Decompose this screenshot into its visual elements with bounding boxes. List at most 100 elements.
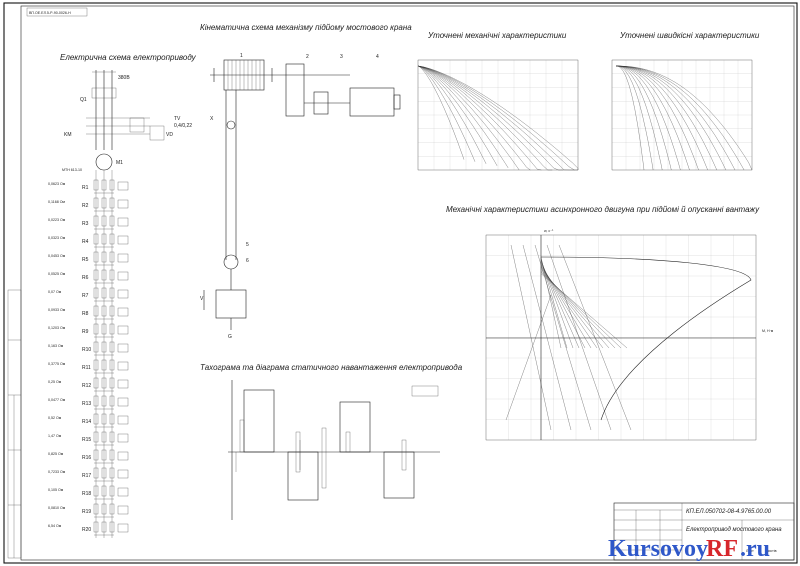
motor bbox=[349, 87, 395, 117]
characteristic-curve bbox=[615, 65, 654, 171]
characteristic-curve bbox=[417, 65, 487, 164]
resistor-label: R10 bbox=[82, 347, 91, 353]
async-axis-w: w, c⁻¹ bbox=[544, 229, 554, 233]
resistor-label: R8 bbox=[82, 311, 89, 317]
vd-label: VD bbox=[166, 132, 173, 138]
resistor-spec: 0,825 Ом bbox=[48, 452, 64, 456]
characteristic-curve bbox=[417, 65, 542, 171]
characteristic-curve bbox=[417, 65, 578, 171]
resistor-label: R20 bbox=[82, 527, 91, 533]
characteristic-curve bbox=[417, 65, 575, 171]
motor-m1-symbol bbox=[95, 153, 113, 171]
characteristic-curve bbox=[615, 65, 681, 171]
breaker-label: 380В bbox=[118, 75, 130, 81]
resistor-label: R16 bbox=[82, 455, 91, 461]
kinematic-scheme-title: Кінематична схема механізму підйому мост… bbox=[200, 23, 412, 32]
characteristic-curve bbox=[615, 65, 663, 171]
kursovoy-logo: Kursovoy RF .ru bbox=[608, 536, 770, 562]
kin-label-3: 3 bbox=[340, 54, 343, 60]
logo-accent: RF bbox=[706, 536, 738, 562]
resistor-label: R2 bbox=[82, 203, 89, 209]
characteristic-curve bbox=[417, 65, 498, 166]
characteristic-curve bbox=[615, 65, 690, 171]
characteristic-curve bbox=[615, 65, 736, 171]
resistor-spec: 0,7233 Ом bbox=[48, 470, 66, 474]
resistor-spec: 0,0477 Ом bbox=[48, 398, 66, 402]
km-label: KM bbox=[64, 132, 72, 138]
sheet-code-box bbox=[26, 7, 88, 17]
async-axis-m: M, Н·м bbox=[762, 329, 774, 333]
lowering-characteristic bbox=[534, 244, 592, 431]
tachogram bbox=[228, 380, 440, 520]
logo-main: Kursovoy bbox=[608, 536, 708, 562]
electrical-scheme bbox=[86, 70, 165, 171]
resistor-label: R3 bbox=[82, 221, 89, 227]
resistor-spec: 0,0933 Ом bbox=[48, 308, 66, 312]
resistor-label: R12 bbox=[82, 383, 91, 389]
characteristic-curve bbox=[615, 65, 672, 171]
resistor-spec: 0,3775 Ом bbox=[48, 362, 66, 366]
speed-characteristics-chart bbox=[611, 59, 753, 171]
async-char-title: Механічні характеристики асинхронного дв… bbox=[446, 205, 760, 214]
rheostat-characteristic bbox=[540, 258, 568, 349]
kin-label-2: 2 bbox=[306, 54, 309, 60]
lowering-characteristic bbox=[546, 244, 612, 431]
rheostat-characteristic bbox=[540, 273, 628, 349]
speed-char-title: Уточнені швидкісні характеристики bbox=[619, 31, 760, 40]
resistor-label: R1 bbox=[82, 185, 89, 191]
async-characteristics-chart bbox=[485, 234, 757, 441]
stamp-title: Електропривод мостового крана bbox=[686, 527, 782, 533]
hook-block bbox=[223, 254, 239, 270]
characteristic-curve bbox=[417, 65, 465, 160]
left-margin-table bbox=[7, 289, 22, 559]
resistor-spec: 1,47 Ом bbox=[48, 434, 62, 438]
resistor-label: R5 bbox=[82, 257, 89, 263]
characteristic-curve bbox=[417, 65, 553, 171]
resistor-label: R4 bbox=[82, 239, 89, 245]
resistor-spec: 0,0223 Ом bbox=[48, 218, 66, 222]
plot-frame bbox=[485, 234, 757, 441]
logo-suffix: .ru bbox=[740, 536, 770, 562]
characteristic-curve bbox=[417, 65, 476, 162]
tv-label: TV bbox=[174, 116, 181, 122]
resistor-spec: 0,0323 Ом bbox=[48, 236, 66, 240]
lowering-characteristic bbox=[522, 244, 572, 431]
resistor-spec: 0,0453 Ом bbox=[48, 254, 66, 258]
resistor-label: R11 bbox=[82, 365, 91, 371]
characteristic-curve bbox=[615, 65, 753, 171]
stamp-doc-code: КП.ЕЛ.050702-08-4.9765.00.00 bbox=[686, 509, 772, 515]
resistor-spec: 0,0810 Ом bbox=[48, 506, 66, 510]
rheostat-characteristic bbox=[540, 268, 610, 349]
inner-frame bbox=[20, 5, 795, 561]
sheet-code: ВП.ОЕ.ЕЛ.5-Р-90-0026-Н bbox=[29, 11, 71, 15]
kin-label-4: 4 bbox=[376, 54, 379, 60]
electrical-scheme-title: Електрична схема електроприводу bbox=[60, 53, 197, 62]
lowering-characteristic bbox=[558, 244, 632, 431]
resistor-spec: 6,54 Ом bbox=[48, 524, 62, 528]
resistor-spec: 0,52 Ом bbox=[48, 416, 62, 420]
resistor-spec: 0,105 Ом bbox=[48, 488, 64, 492]
resistor-spec: 0,0623 Ом bbox=[48, 182, 66, 186]
resistor-label: R19 bbox=[82, 509, 91, 515]
resistor-spec: 0,163 Ом bbox=[48, 344, 64, 348]
resistor-label: R9 bbox=[82, 329, 89, 335]
stamp-sheet: Лист bbox=[746, 549, 754, 553]
resistor-label: R18 bbox=[82, 491, 91, 497]
resistor-spec: 0,25 Ом bbox=[48, 380, 62, 384]
resistor-label: R7 bbox=[82, 293, 89, 299]
motor-type: MTН 613-10 bbox=[62, 168, 82, 172]
rheostat-characteristic bbox=[540, 270, 616, 349]
tv-value: 0,4/0,22 bbox=[174, 123, 192, 129]
characteristic-curve bbox=[417, 65, 531, 171]
resistor-spec: 0,0525 Ом bbox=[48, 272, 66, 276]
resistor-spec: 0,1168 Ом bbox=[48, 200, 66, 204]
resistor-label: R17 bbox=[82, 473, 91, 479]
characteristic-curve bbox=[615, 65, 699, 171]
q1-label: Q1 bbox=[80, 97, 87, 103]
resistor-ladder: R1 0,0623 Ом R2 0,1168 Ом R3 0,0223 Ом R4 0,032… bbox=[48, 170, 129, 538]
kin-g-label: G bbox=[228, 334, 232, 340]
resistor-label: R13 bbox=[82, 401, 91, 407]
kin-v-label: V bbox=[200, 296, 204, 302]
kin-label-5: 5 bbox=[246, 242, 249, 248]
